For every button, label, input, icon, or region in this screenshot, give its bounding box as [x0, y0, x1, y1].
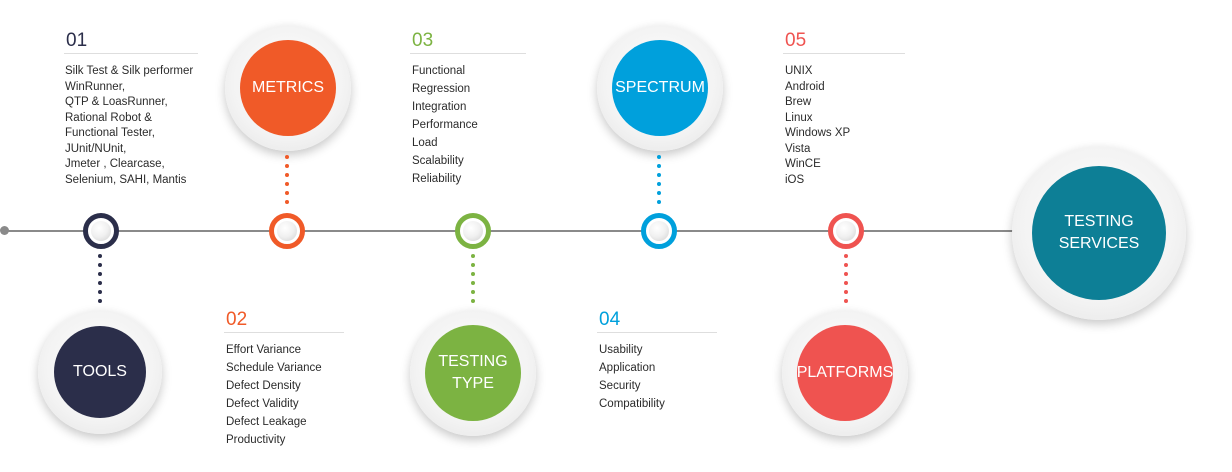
timeline-line: [4, 230, 1044, 232]
list-item: Productivity: [226, 434, 286, 446]
list-item: UNIX: [785, 65, 813, 77]
list-item: Application: [599, 362, 656, 374]
stage-label-testing-type: TESTING TYPE: [438, 353, 508, 392]
stage-label-spectrum: SPECTRUM: [615, 79, 705, 96]
final-label-testing-services: TESTING SERVICES: [1058, 213, 1140, 252]
stage-circle-metrics: METRICS: [240, 40, 336, 136]
list-item: Functional Tester,: [65, 127, 155, 139]
stage-number-03: 03: [412, 30, 434, 51]
stage-label-platforms: PLATFORMS: [796, 364, 894, 381]
stage-number-02: 02: [226, 309, 248, 330]
list-item: Defect Density: [226, 380, 301, 392]
stage-list-metrics: Effort Variance Schedule Variance Defect…: [226, 341, 322, 449]
list-item: Vista: [785, 142, 811, 155]
stage-circle-testing-type: TESTING TYPE: [425, 325, 521, 421]
connector-metrics: [285, 155, 289, 209]
stage-list-testing-type: Functional Regression Integration Perfor…: [412, 62, 478, 188]
list-item: Effort Variance: [226, 344, 302, 356]
stage-list-spectrum: Usability Application Security Compatibi…: [599, 341, 665, 413]
stage-number-05: 05: [785, 30, 807, 51]
stage-number-04: 04: [599, 309, 621, 330]
stage-list-tools: Silk Test & Silk performer WinRunner, QT…: [65, 64, 193, 188]
list-item: Functional: [412, 65, 466, 77]
list-item: iOS: [785, 173, 805, 186]
final-circle-testing-services: TESTING SERVICES: [1032, 166, 1166, 300]
connector-platforms: [844, 254, 848, 308]
list-item: Scalability: [412, 155, 464, 167]
list-item: QTP & LoasRunner,: [65, 96, 168, 108]
timeline-node-tools: [83, 213, 119, 249]
list-item: JUnit/NUnit,: [65, 142, 127, 155]
timeline-node-platforms: [828, 213, 864, 249]
list-item: Rational Robot &: [65, 111, 152, 124]
list-item: Brew: [785, 96, 812, 108]
stage-label-tools: TOOLS: [73, 363, 127, 380]
stage-label-metrics: METRICS: [252, 79, 324, 96]
list-item: Load: [412, 137, 438, 149]
stage-number-01: 01: [66, 30, 88, 51]
stage-list-platforms: UNIX Android Brew Linux Windows XP Vista…: [785, 64, 850, 188]
list-item: Security: [599, 380, 641, 392]
stage-circle-platforms: PLATFORMS: [797, 325, 893, 421]
timeline-node-metrics: [269, 213, 305, 249]
list-item: Linux: [785, 111, 813, 124]
connector-testing-type: [471, 254, 475, 308]
list-item: Compatibility: [599, 398, 665, 410]
list-item: Integration: [412, 101, 467, 113]
list-item: Selenium, SAHI, Mantis: [65, 173, 187, 186]
stage-rule-03: [410, 53, 526, 54]
list-item: Performance: [412, 119, 478, 131]
connector-tools: [98, 254, 102, 308]
list-item: Jmeter , Clearcase,: [65, 158, 165, 170]
list-item: Usability: [599, 344, 643, 356]
stage-circle-spectrum: SPECTRUM: [612, 40, 708, 136]
stage-rule-04: [597, 332, 717, 333]
list-item: Defect Validity: [226, 398, 299, 410]
list-item: Regression: [412, 83, 471, 95]
list-item: WinRunner,: [65, 80, 126, 93]
list-item: Android: [785, 80, 825, 93]
stage-rule-02: [224, 332, 344, 333]
list-item: WinCE: [785, 158, 821, 170]
timeline-node-testing-type: [455, 213, 491, 249]
stage-circle-tools: TOOLS: [54, 326, 146, 418]
list-item: Schedule Variance: [226, 362, 322, 374]
list-item: Windows XP: [785, 127, 851, 139]
list-item: Silk Test & Silk performer: [65, 65, 194, 77]
connector-spectrum: [657, 155, 661, 209]
list-item: Reliability: [412, 173, 462, 185]
stage-rule-05: [783, 53, 905, 54]
timeline-node-spectrum: [641, 213, 677, 249]
stage-rule-01: [64, 53, 198, 54]
list-item: Defect Leakage: [226, 416, 307, 428]
